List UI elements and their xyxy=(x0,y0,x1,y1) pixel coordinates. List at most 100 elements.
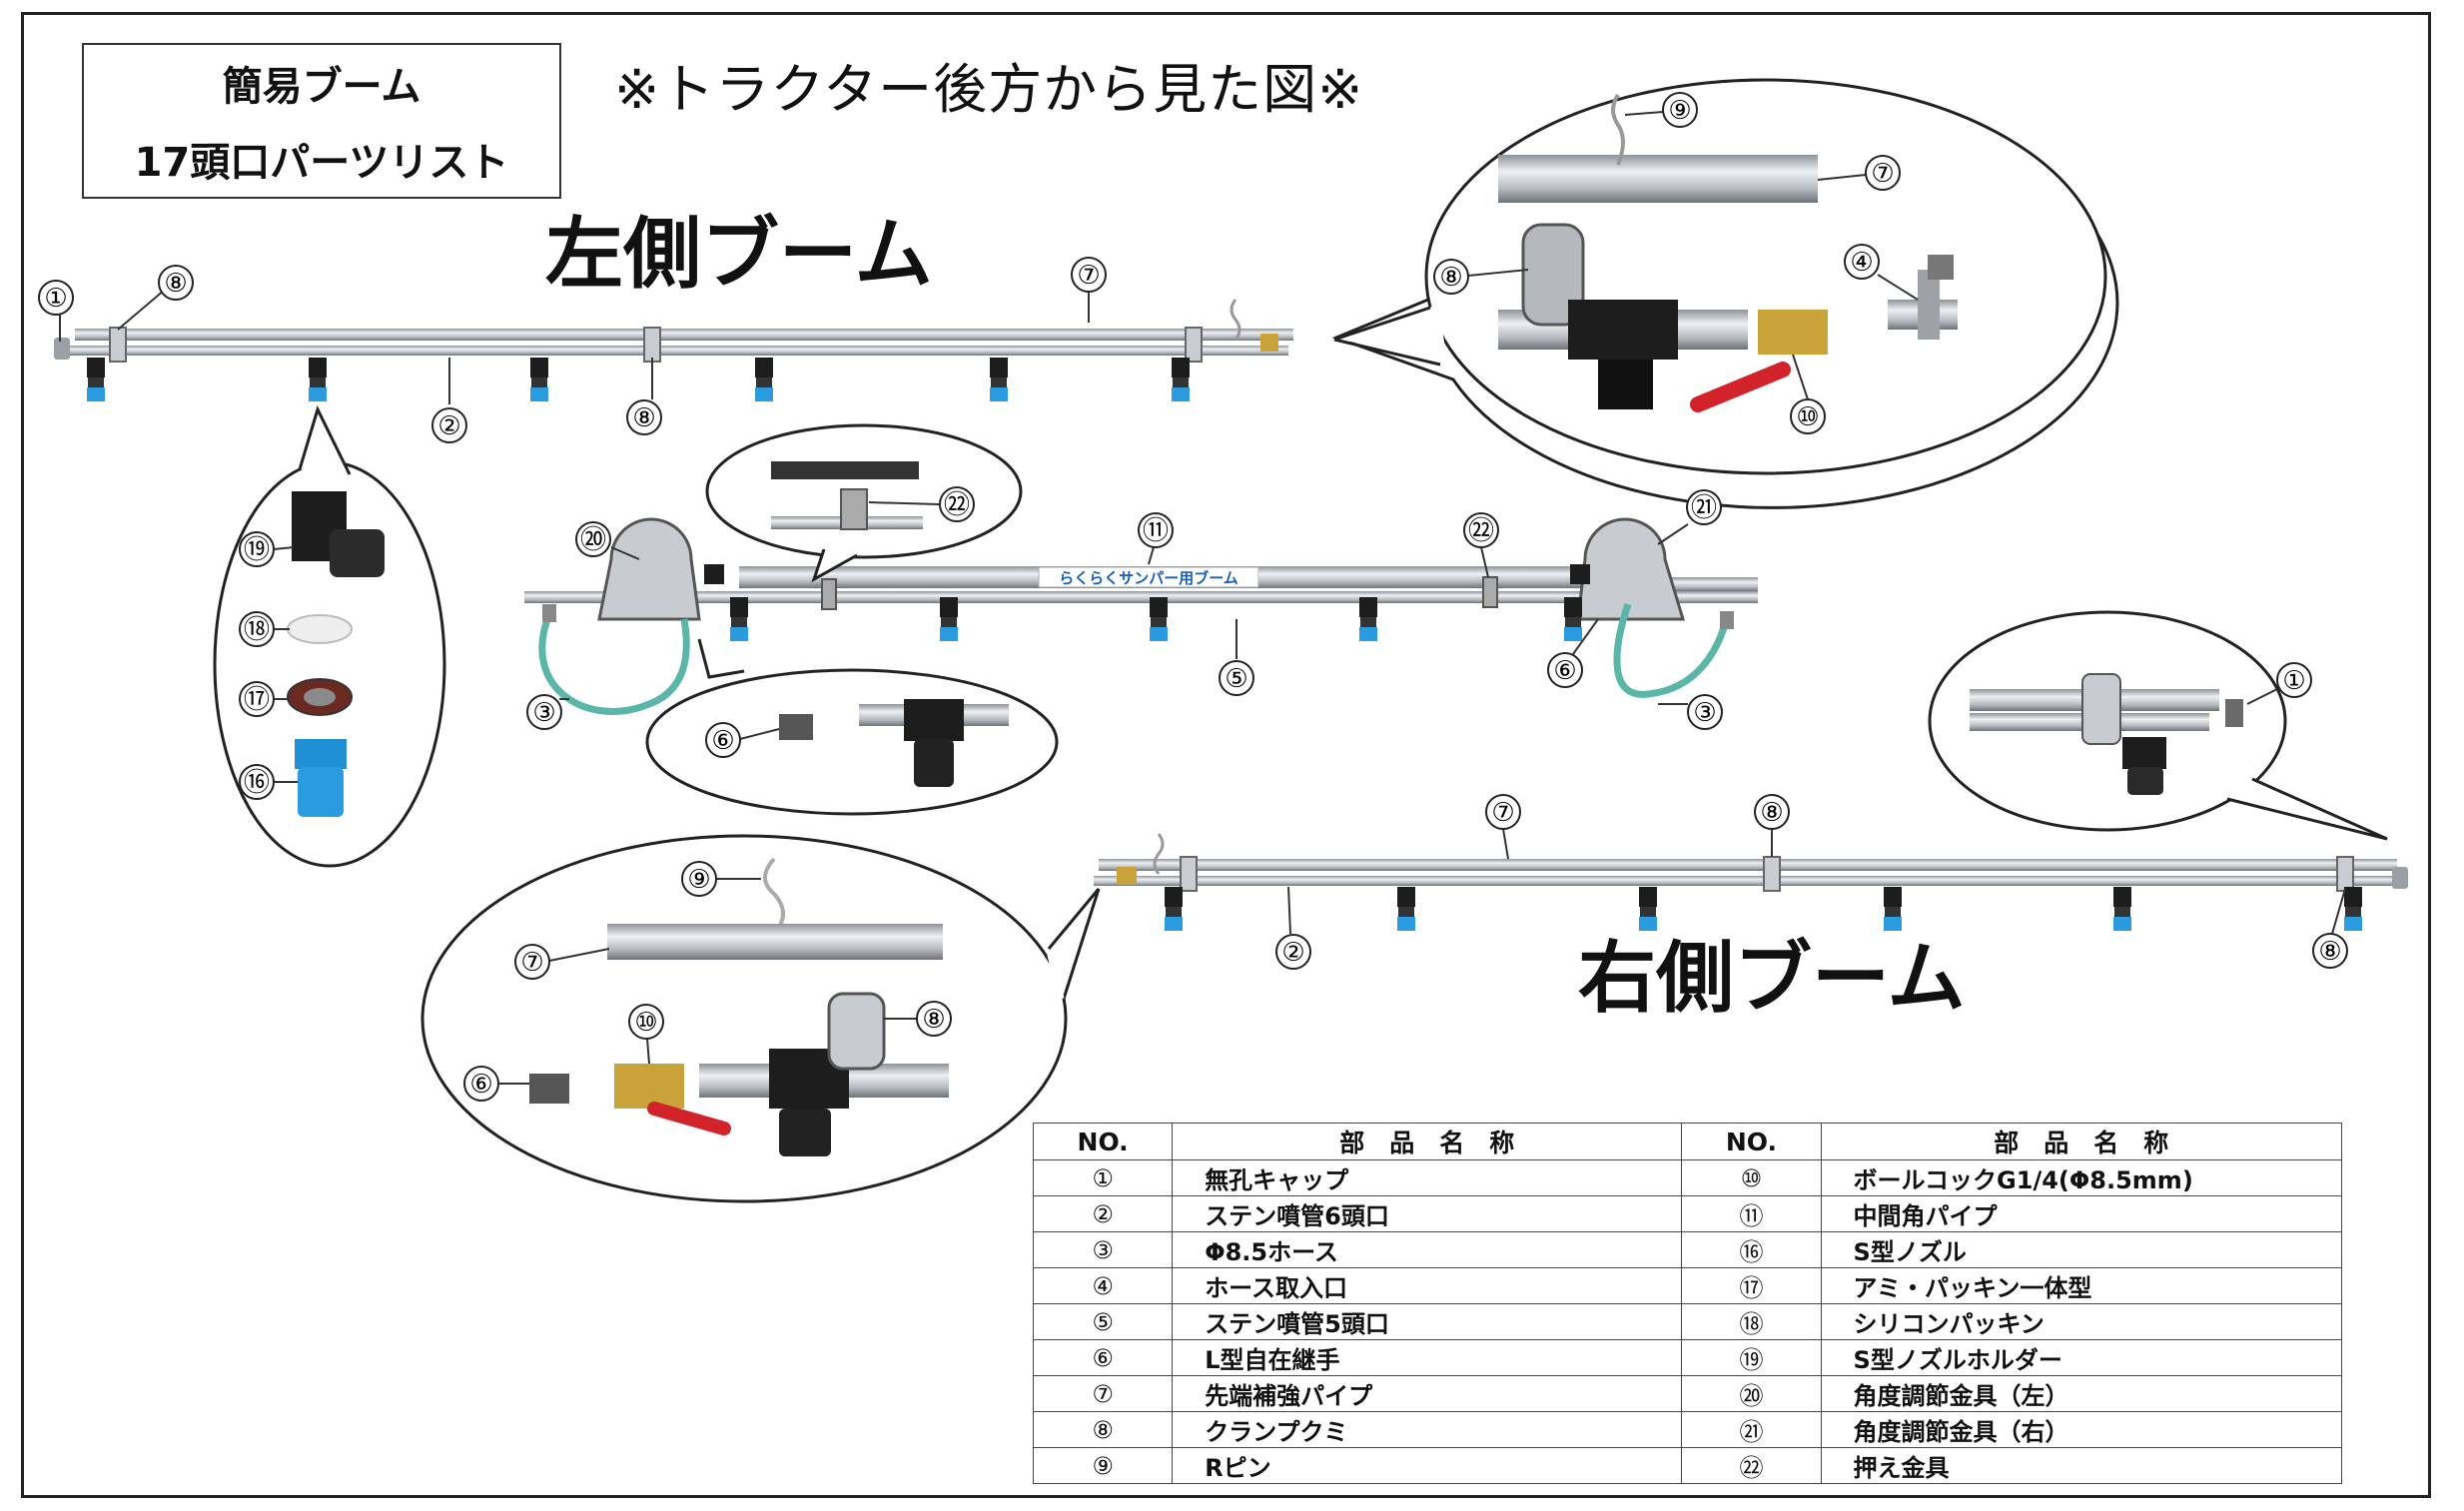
part-name: シリコンパッキン xyxy=(1820,1303,2343,1340)
right-clamp-1 xyxy=(1180,856,1198,892)
part-name: Rピン xyxy=(1172,1447,1683,1484)
detail-r-pin xyxy=(1611,93,1625,166)
marker-c-21: ㉑ xyxy=(1691,493,1717,523)
part-no: ④ xyxy=(1032,1267,1174,1304)
right-end-detail-bubble: ① xyxy=(1928,610,2388,841)
part-no: ⑱ xyxy=(1681,1303,1822,1340)
left-reinforce-pipe xyxy=(75,329,1293,341)
marker-ld-9: ⑨ xyxy=(1668,96,1691,126)
left-spray-pipe xyxy=(60,346,1288,356)
left-nozzle-1 xyxy=(87,358,105,401)
detail-valve-handle xyxy=(1690,362,1791,412)
press-fitting-detail xyxy=(840,488,868,530)
left-nozzle-3 xyxy=(530,358,548,401)
header-name-2: 部 品 名 称 xyxy=(1820,1123,2343,1160)
part-name: 角度調節金具（左） xyxy=(1820,1375,2343,1412)
left-clamp-3 xyxy=(1185,327,1203,363)
rd-clamp xyxy=(827,992,886,1071)
marker-nz-18: ⑱ xyxy=(244,615,270,645)
left-r-pin xyxy=(1230,299,1241,341)
part-no: ⑩ xyxy=(1681,1159,1822,1196)
part-name: S型ノズル xyxy=(1820,1231,2343,1268)
right-clamp-2 xyxy=(1763,856,1781,892)
part-name: L型自在継手 xyxy=(1172,1339,1683,1376)
marker-c-20: ⑳ xyxy=(580,525,606,555)
silicone-packing-part xyxy=(287,614,353,644)
title-line-2: 17頭口パーツリスト xyxy=(134,140,509,186)
part-no: ⑦ xyxy=(1032,1375,1174,1412)
marker-nz-16: ⑯ xyxy=(244,768,270,798)
part-no: ⑪ xyxy=(1681,1195,1822,1232)
right-nozzle-3 xyxy=(1639,887,1657,931)
right-nozzle-1 xyxy=(1165,887,1183,931)
marker-ld-7: ⑦ xyxy=(1871,159,1894,189)
marker-left-8b: ⑧ xyxy=(632,403,655,433)
page-frame xyxy=(21,12,2431,1498)
left-nozzle-5 xyxy=(990,358,1008,401)
table-row: ⑤ ステン噴管5頭口 ⑱ シリコンパッキン xyxy=(1032,1303,2343,1340)
center-boom-sticker: らくらくサンパー用ブーム xyxy=(1059,569,1238,587)
part-name: ステン噴管6頭口 xyxy=(1172,1195,1683,1232)
part-no: ㉒ xyxy=(1681,1447,1822,1484)
part-name: 中間角パイプ xyxy=(1820,1195,2343,1232)
right-nozzle-4 xyxy=(1884,887,1902,931)
detail-reinforce-pipe xyxy=(1498,155,1818,203)
part-name: 角度調節金具（右） xyxy=(1820,1411,2343,1448)
right-boom: ⑦ ⑧ ② ⑧ xyxy=(1094,794,2408,970)
left-boom-title: 左側ブーム xyxy=(545,210,933,300)
marker-rd-10: ⑩ xyxy=(634,1008,657,1038)
table-row: ④ ホース取入口 ⑰ アミ・パッキン一体型 xyxy=(1032,1267,2343,1304)
right-detail-bubble: ⑨ ⑦ ⑩ ⑧ ⑥ xyxy=(420,834,1101,1203)
marker-ld-4: ④ xyxy=(1850,248,1873,278)
center-nozzle-4 xyxy=(1359,597,1377,641)
marker-c-3a: ③ xyxy=(532,698,555,728)
center-hose-left xyxy=(538,612,690,715)
right-end-cap xyxy=(2392,867,2408,889)
part-no: ① xyxy=(1032,1159,1174,1196)
table-row: ③ Φ8.5ホース ⑯ S型ノズル xyxy=(1032,1231,2343,1268)
l-joint-detail xyxy=(779,714,813,740)
marker-cb-6: ⑥ xyxy=(711,726,734,756)
left-clamp-2 xyxy=(643,327,661,363)
table-row: ⑨ Rピン ㉒ 押え金具 xyxy=(1032,1447,2343,1484)
marker-ld-8: ⑧ xyxy=(1439,263,1462,293)
center-bottom-detail-bubble: ⑥ xyxy=(645,638,1059,816)
marker-left-7: ⑦ xyxy=(1077,261,1100,291)
marker-rd-7: ⑦ xyxy=(520,948,543,978)
marker-c-3b: ③ xyxy=(1693,698,1716,728)
center-nozzle-1 xyxy=(730,597,748,641)
part-no: ⑤ xyxy=(1032,1303,1174,1340)
left-nozzle-2 xyxy=(309,358,327,401)
marker-rb-8a: ⑧ xyxy=(1760,798,1783,828)
title-line-1: 簡易ブーム xyxy=(222,64,421,110)
right-nozzle-5 xyxy=(2113,887,2131,931)
marker-rd-8: ⑧ xyxy=(922,1005,945,1035)
header-no-2: NO. xyxy=(1681,1123,1822,1160)
part-name: 先端補強パイプ xyxy=(1172,1375,1683,1412)
part-name: 無孔キャップ xyxy=(1172,1159,1683,1196)
marker-c-6: ⑥ xyxy=(1553,656,1576,686)
left-detail-bubble: ⑨ ⑦ ⑧ ④ ⑩ xyxy=(1331,78,2119,509)
right-r-pin xyxy=(1153,833,1165,875)
rd-valve-handle xyxy=(647,1102,731,1135)
part-name: ホース取入口 xyxy=(1172,1267,1683,1304)
marker-left-2: ② xyxy=(437,411,460,441)
table-row: ② ステン噴管6頭口 ⑪ 中間角パイプ xyxy=(1032,1195,2343,1232)
left-nozzle-6 xyxy=(1172,358,1190,401)
detail-nozzle-holder xyxy=(1568,300,1678,360)
part-no: ⑲ xyxy=(1681,1339,1822,1376)
part-no: ⑰ xyxy=(1681,1267,1822,1304)
right-nozzle-6 xyxy=(2344,887,2362,931)
part-no: ⑥ xyxy=(1032,1339,1174,1376)
marker-nz-17: ⑰ xyxy=(244,685,270,715)
right-ball-valve xyxy=(1117,867,1137,885)
center-boom: らくらくサンパー用ブーム ⑳ ⑪ ㉒ ㉑ xyxy=(524,489,1758,730)
part-name: クランプクミ xyxy=(1172,1411,1683,1448)
part-no: ⑧ xyxy=(1032,1411,1174,1448)
part-name: S型ノズルホルダー xyxy=(1820,1339,2343,1376)
part-no: ② xyxy=(1032,1195,1174,1232)
rd-r-pin xyxy=(763,857,785,936)
part-no: ⑳ xyxy=(1681,1375,1822,1412)
part-name: ステン噴管5頭口 xyxy=(1172,1303,1683,1340)
